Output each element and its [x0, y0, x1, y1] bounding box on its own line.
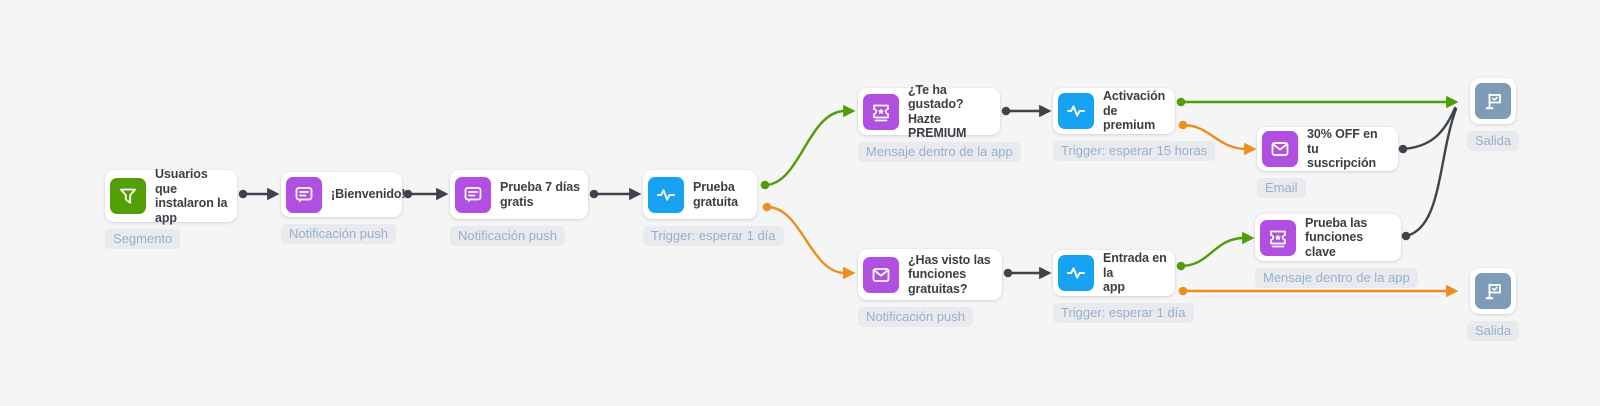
node-title: Prueba 7 días gratis — [500, 180, 580, 209]
node-card[interactable]: Activación de premium — [1053, 88, 1175, 134]
node-title: ¿Te ha gustado? Hazte PREMIUM — [908, 82, 967, 141]
node-free-trial-trigger: Prueba gratuita Trigger: esperar 1 día — [643, 170, 784, 246]
trigger-pulse-icon — [1058, 93, 1094, 129]
node-card[interactable]: Prueba las funciones clave — [1255, 214, 1401, 261]
node-type-badge: Notificación push — [858, 307, 973, 327]
negative-output-port[interactable] — [1178, 286, 1188, 296]
node-card[interactable]: ¿Te ha gustado? Hazte PREMIUM — [858, 83, 1000, 140]
node-exit-top: Salida — [1467, 78, 1520, 151]
push-notification-icon — [455, 176, 491, 213]
node-free-features-push: ¿Has visto las funciones gratuitas? Noti… — [858, 249, 1002, 327]
node-premium-upsell-inapp: ¿Te ha gustado? Hazte PREMIUM Mensaje de… — [858, 83, 1021, 162]
node-free-trial-push: Prueba 7 días gratis Notificación push — [450, 170, 588, 246]
exit-flag-icon — [1475, 273, 1512, 309]
node-type-badge: Salida — [1467, 131, 1520, 151]
node-title: Activación de premium — [1103, 89, 1166, 133]
node-title: Prueba las funciones clave — [1305, 215, 1368, 259]
node-type-badge: Notificación push — [281, 224, 396, 244]
push-notification-icon — [286, 176, 322, 213]
node-card[interactable] — [1470, 268, 1517, 314]
positive-output-port[interactable] — [1176, 261, 1186, 271]
node-title: Usuarios que instalaron la app — [155, 167, 228, 225]
node-exit-bottom: Salida — [1467, 268, 1520, 341]
node-type-badge: Segmento — [105, 229, 181, 249]
inapp-message-icon — [863, 93, 899, 130]
edge-trigger-freefeatures[interactable] — [765, 205, 856, 280]
negative-output-port[interactable] — [762, 202, 772, 212]
node-type-badge: Mensaje dentro de la app — [858, 142, 1021, 162]
output-port[interactable] — [589, 189, 599, 199]
node-card[interactable]: Prueba 7 días gratis — [450, 170, 588, 219]
edge-trigger-premiumupsell[interactable] — [763, 104, 856, 187]
node-type-badge: Notificación push — [450, 226, 565, 246]
positive-output-port[interactable] — [760, 180, 770, 190]
node-card[interactable]: ¡Bienvenido! — [281, 172, 406, 217]
email-icon — [1262, 131, 1298, 167]
edge-activation-discountemail[interactable] — [1181, 123, 1257, 156]
node-card[interactable]: Prueba gratuita — [643, 170, 757, 219]
filter-icon — [110, 178, 146, 214]
node-card[interactable]: 30% OFF en tu suscripción — [1257, 127, 1398, 171]
node-card[interactable]: Usuarios que instalaron la app — [105, 167, 237, 225]
node-premium-activation-trigger: Activación de premium Trigger: esperar 1… — [1053, 88, 1216, 161]
trigger-pulse-icon — [648, 176, 684, 213]
output-port[interactable] — [1001, 106, 1011, 116]
node-title: ¡Bienvenido! — [331, 187, 406, 202]
output-port[interactable] — [1401, 231, 1411, 241]
edge-discountemail-exittop[interactable] — [1401, 106, 1457, 151]
edge-keyfeatures-exittop[interactable] — [1404, 107, 1458, 238]
inapp-message-icon — [1260, 219, 1296, 256]
node-key-features-inapp: Prueba las funciones clave Mensaje dentr… — [1255, 214, 1418, 288]
output-port[interactable] — [403, 189, 413, 199]
node-title: 30% OFF en tu suscripción — [1307, 127, 1378, 171]
exit-flag-icon — [1475, 83, 1512, 119]
node-type-badge: Trigger: esperar 1 día — [1053, 303, 1194, 323]
node-title: ¿Has visto las funciones gratuitas? — [908, 252, 991, 296]
node-card[interactable]: Entrada en la app — [1053, 250, 1175, 296]
node-card[interactable] — [1470, 78, 1517, 124]
output-port[interactable] — [238, 189, 248, 199]
output-port[interactable] — [1003, 268, 1013, 278]
positive-output-port[interactable] — [1176, 97, 1186, 107]
email-icon — [863, 256, 899, 293]
node-app-entry-trigger: Entrada en la app Trigger: esperar 1 día — [1053, 250, 1194, 323]
node-discount-email: 30% OFF en tu suscripción Email — [1257, 127, 1398, 198]
node-type-badge: Mensaje dentro de la app — [1255, 268, 1418, 288]
output-port[interactable] — [1398, 144, 1408, 154]
edge-appentry-keyfeatures[interactable] — [1179, 231, 1255, 268]
node-type-badge: Trigger: esperar 1 día — [643, 226, 784, 246]
node-card[interactable]: ¿Has visto las funciones gratuitas? — [858, 249, 1002, 300]
node-title: Entrada en la app — [1103, 251, 1167, 295]
node-title: Prueba gratuita — [693, 180, 739, 209]
trigger-pulse-icon — [1058, 255, 1094, 291]
node-type-badge: Salida — [1467, 321, 1520, 341]
node-segment: Usuarios que instalaron la app Segmento — [105, 167, 237, 249]
negative-output-port[interactable] — [1178, 120, 1188, 130]
node-type-badge: Trigger: esperar 15 horas — [1053, 141, 1216, 161]
node-welcome-push: ¡Bienvenido! Notificación push — [281, 172, 406, 244]
node-type-badge: Email — [1257, 178, 1306, 198]
